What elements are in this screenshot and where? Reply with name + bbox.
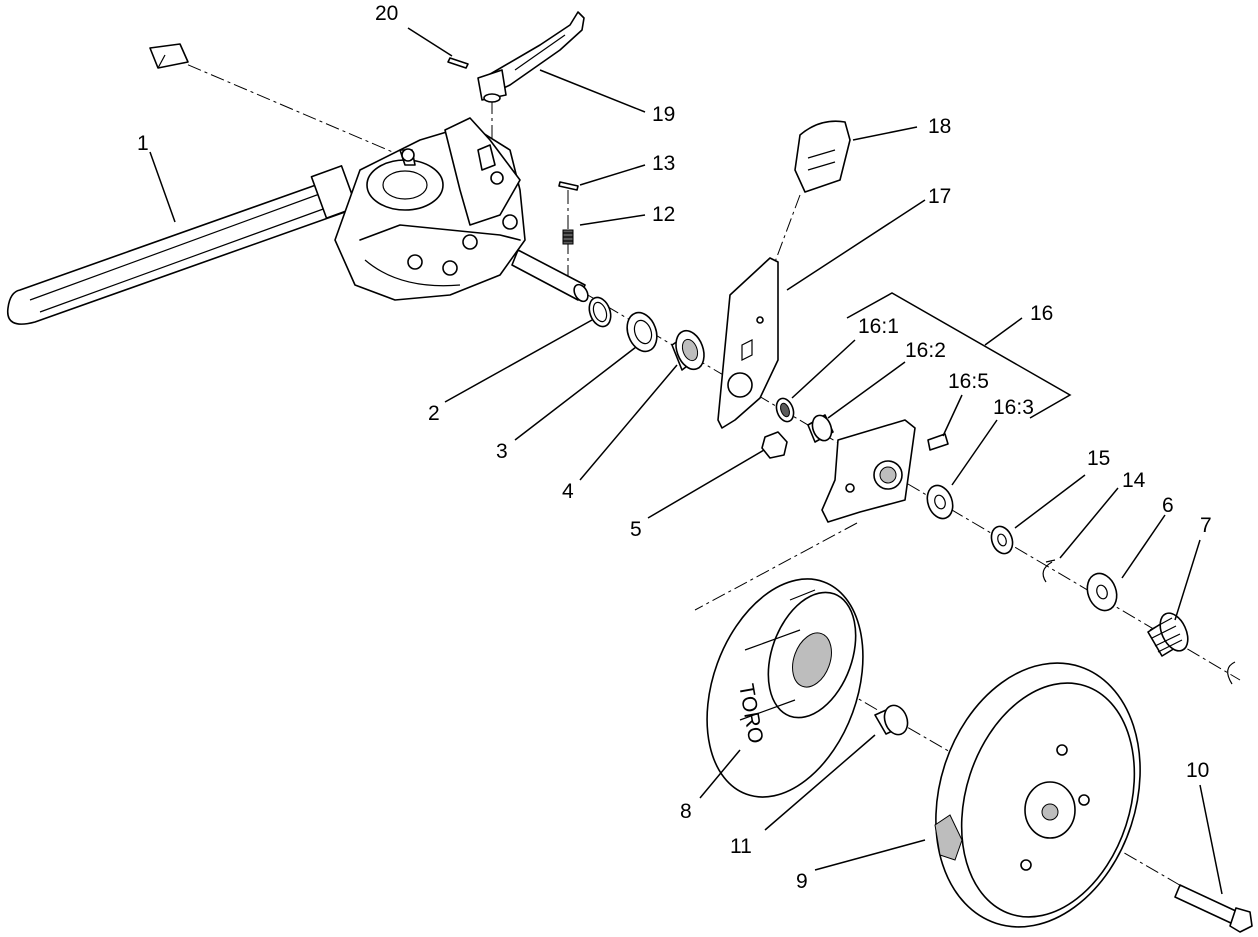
label-19: 19 [652,103,675,126]
part-16-2-spacer [807,414,834,443]
part-3-washer [626,311,658,353]
part-9-wheel [934,662,1141,928]
part-8-deflector: TORO [706,578,864,798]
label-14: 14 [1122,469,1146,492]
label-3: 3 [496,440,508,463]
label-10: 10 [1186,759,1209,782]
label-5: 5 [630,518,642,541]
part-18-grip [794,120,851,193]
label-16-1: 16:1 [858,315,899,338]
label-9: 9 [796,870,808,893]
label-15: 15 [1087,447,1110,470]
part-15-washer [990,525,1014,555]
group-bracket-16 [846,292,1072,419]
part-1-drive-shaft [6,43,358,325]
part-7-gear [1147,612,1189,657]
part-6-washer [1086,572,1118,612]
label-4: 4 [562,480,574,503]
part-16-1-bearing [775,397,795,423]
part-5-nut [761,431,788,459]
part-16-3-washer [926,484,954,520]
axle-stub [511,249,589,303]
part-16-5-stud [927,433,949,451]
retaining-clip [1227,661,1236,685]
part-17-plate [717,257,779,429]
part-4-bushing [671,329,705,371]
part-16-bracket [821,419,916,523]
label-8: 8 [680,800,692,823]
part-14-clip [1042,559,1056,583]
label-11: 11 [730,835,752,858]
part-20-pin [447,57,469,69]
part-19-lever [477,11,585,103]
label-16: 16 [1030,302,1053,325]
label-6: 6 [1162,494,1174,517]
label-16-5: 16:5 [948,370,989,393]
label-20: 20 [375,2,398,25]
leader-lines [149,27,1223,895]
label-2: 2 [428,402,440,425]
part-12-spring [562,229,574,245]
gearbox-assembly [334,117,526,301]
label-18: 18 [928,115,951,138]
label-1: 1 [137,132,149,155]
part-11-bushing [874,704,909,736]
label-17: 17 [928,185,951,208]
part-10-bolt [1174,884,1253,933]
part-2-retaining-ring [588,296,612,328]
part-13-pin [558,181,579,191]
label-7: 7 [1200,514,1212,537]
label-16-3: 16:3 [993,396,1034,419]
label-13: 13 [652,152,675,175]
callout-labels: 1 2 3 4 5 6 7 8 9 10 11 12 13 14 15 16 1… [137,2,1212,893]
label-16-2: 16:2 [905,339,946,362]
label-12: 12 [652,203,675,226]
